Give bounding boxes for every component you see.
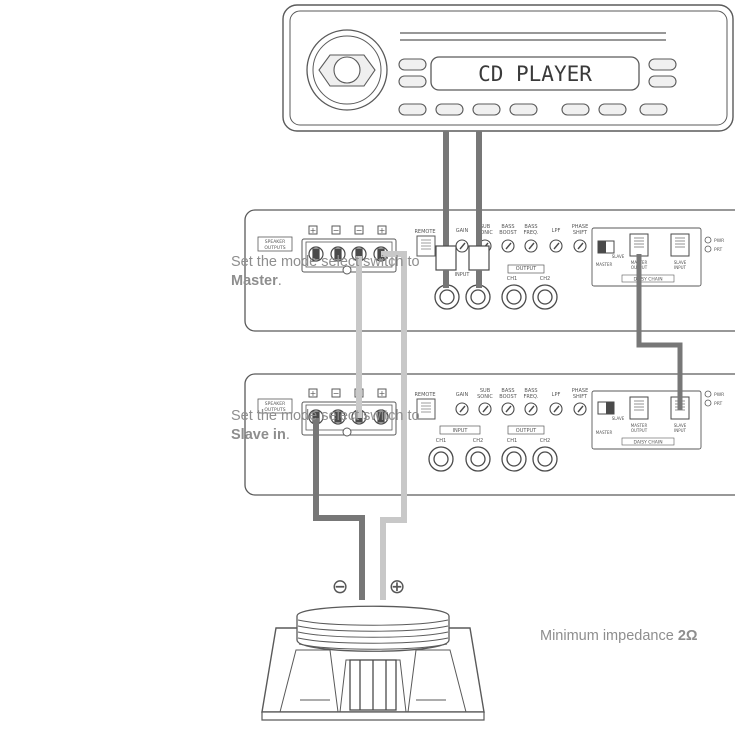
remote-label: REMOTE [414, 229, 435, 235]
master-mode-value: Master [231, 273, 278, 289]
slave-output-label: OUTPUT [516, 428, 537, 434]
knob-label-sub: SUB [480, 224, 491, 230]
knob-label-bass-boost: BASS [501, 224, 514, 230]
knob-label-gain: GAIN [456, 228, 469, 234]
slave-terminal-polarity-2: − [333, 389, 340, 398]
master-mode-instruction-text: Set the mode select switch to [231, 254, 420, 270]
slave-knob-label-sonic: SONIC [477, 394, 493, 400]
amplifier-master: SPEAKER OUTPUTS + − − + REMOTE [244, 209, 735, 332]
slave-remote-label: REMOTE [414, 392, 435, 398]
cd-player-buttons [398, 58, 677, 116]
slave-terminal-polarity-1: + [310, 389, 317, 398]
slave-switch-slave-label: SLAVE [612, 416, 625, 421]
minimum-impedance-note: Minimum impedance 2Ω [540, 627, 735, 646]
slave-speaker-terminals [308, 409, 389, 425]
slave-knob-label-sub: SUB [480, 388, 491, 394]
slave-mode-instruction-text: Set the mode select switch to [231, 408, 420, 424]
slave-knob-label-bass-boost: BASS [501, 388, 514, 394]
cd-player-display-text: CD PLAYER [478, 62, 592, 86]
minimum-impedance-text: Minimum impedance [540, 628, 678, 644]
subwoofer [261, 605, 485, 721]
speaker-outputs-label-1: SPEAKER [265, 239, 285, 245]
slave-master-output-label-1: MASTER [631, 423, 648, 428]
speaker-positive-symbol: ⊕ [389, 574, 406, 598]
slave-daisy-chain-label: DAISY CHAIN [633, 440, 662, 446]
slave-knob-label-shift: SHIFT [573, 394, 588, 400]
slave-slave-input-label-1: SLAVE [674, 423, 687, 428]
slave-mode-instruction: Set the mode select switch to Slave in. [231, 407, 461, 445]
slave-mode-value: Slave in [231, 427, 286, 443]
cd-player: CD PLAYER [282, 4, 734, 132]
speaker-negative-symbol: ⊖ [332, 574, 349, 598]
terminal-polarity-3: − [356, 226, 363, 235]
slave-pwr-led-label: PWR [714, 392, 724, 398]
slave-input-port [670, 233, 690, 257]
minimum-impedance-value: 2Ω [677, 628, 698, 644]
master-mode-instruction-suffix: . [277, 273, 282, 289]
slave-knob-label-lpf: LPF [552, 392, 561, 398]
amplifier-slave: SPEAKER OUTPUTS + − − + REMOTE [244, 373, 735, 496]
slave-rca-jacks [428, 446, 558, 472]
output-ch1-label: CH1 [507, 276, 517, 282]
slave-mode-instruction-suffix: . [285, 427, 290, 443]
knob-label-shift: SHIFT [573, 230, 588, 236]
terminal-polarity-4: + [379, 226, 386, 235]
slave-switch-master-label: MASTER [596, 430, 613, 435]
slave-input-ch2-label: CH2 [473, 438, 483, 444]
slave-output-ch1-label: CH1 [507, 438, 517, 444]
slave-input-jack-label: INPUT [453, 428, 469, 434]
slave-knob-label-phase: PHASE [572, 388, 589, 394]
slave-input-ch1-label: CH1 [436, 438, 446, 444]
master-output-port [629, 233, 649, 257]
input-label: INPUT [455, 272, 471, 278]
daisy-chain-cable [636, 254, 683, 410]
output-ch2-label: CH2 [540, 276, 550, 282]
slave-speaker-outputs-label-1: SPEAKER [265, 401, 285, 407]
prt-led-label: PRT [714, 247, 723, 253]
output-label: OUTPUT [516, 266, 537, 272]
terminal-polarity-1: + [310, 226, 317, 235]
slave-knob-label-freq: FREQ. [523, 394, 538, 400]
slave-knob-label-bass-freq: BASS [524, 388, 537, 394]
speaker-outputs-label-2: OUTPUTS [264, 245, 285, 251]
knob-label-phase: PHASE [572, 224, 589, 230]
terminal-polarity-2: − [333, 226, 340, 235]
master-mode-instruction: Set the mode select switch to Master. [231, 253, 461, 291]
knob-label-bass-freq: BASS [524, 224, 537, 230]
cd-player-display [430, 56, 640, 91]
slave-output-ch2-label: CH2 [540, 438, 550, 444]
slave-prt-led-label: PRT [714, 401, 723, 407]
slave-master-output-port [629, 396, 649, 420]
slave-slave-input-label-2: INPUT [674, 428, 687, 433]
slave-knob-label-boost: BOOST [499, 394, 517, 400]
knob-label-lpf: LPF [552, 228, 561, 234]
rca-plugs [435, 245, 490, 271]
slave-speaker-outputs-label-2: OUTPUTS [264, 407, 285, 413]
knob-label-freq: FREQ. [523, 230, 538, 236]
speaker-wire-negative [313, 418, 365, 600]
slave-knob-label-gain: GAIN [456, 392, 469, 398]
slave-input-label-1: SLAVE [674, 260, 687, 265]
pwr-led-label: PWR [714, 238, 724, 244]
switch-master-label: MASTER [596, 262, 613, 267]
knob-label-boost: BOOST [499, 230, 517, 236]
speaker-wire-positive [380, 251, 407, 600]
slave-master-output-label-2: OUTPUT [631, 428, 648, 433]
cd-player-dial [306, 29, 388, 111]
knob-label-sonic: SONIC [477, 230, 493, 236]
switch-slave-label: SLAVE [612, 254, 625, 259]
slave-terminal-polarity-4: + [379, 389, 386, 398]
slave-input-label-2: INPUT [674, 265, 687, 270]
daisy-chain-label: DAISY CHAIN [633, 277, 662, 283]
